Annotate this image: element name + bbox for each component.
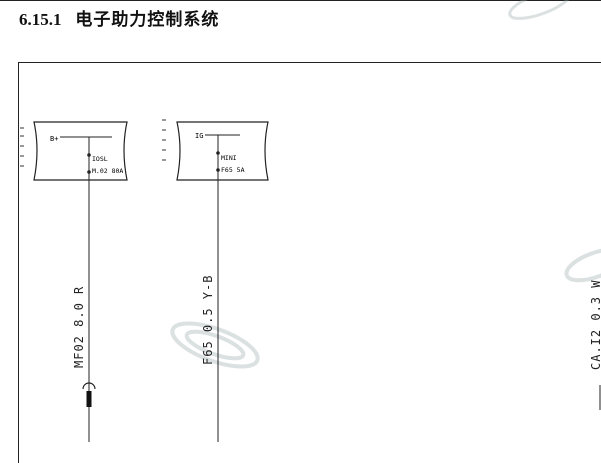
- fuse-id-f65: F65 5A: [221, 166, 245, 174]
- top-rule: [0, 0, 601, 1]
- wire-label-f65: F65 0.5 Y-B: [201, 275, 215, 365]
- connector-marker-glyphs-left: [20, 127, 24, 167]
- wiring-diagram: B+ IOSL M.02 80A IG MINI F65 5A MF02 8.0…: [20, 0, 601, 442]
- diagram-frame: [18, 62, 601, 463]
- fuse-id-m02: M.02 80A: [92, 167, 123, 175]
- watermark-logo-right: [564, 247, 601, 283]
- fuse-name-iosl: IOSL: [92, 155, 108, 163]
- fuse-box-ig: [176, 121, 269, 181]
- wire-label-mf02: MF02 8.0 R: [72, 286, 86, 368]
- section-heading: 6.15.1 电子助力控制系统: [19, 8, 219, 32]
- supply-label-ig: IG: [195, 132, 203, 140]
- watermark-logo-center: [170, 321, 260, 369]
- wire-label-ca-i2: CA.I2 0.3 W: [589, 280, 601, 370]
- supply-label-bplus: B+: [50, 135, 58, 143]
- watermark-logo-top: [508, 0, 572, 20]
- connector-marker-glyphs-mid: [162, 119, 166, 161]
- section-title: 电子助力控制系统: [75, 10, 220, 30]
- inline-connector: [82, 382, 96, 407]
- section-number: 6.15.1: [19, 10, 62, 29]
- fuse-name-mini: MINI: [221, 154, 237, 162]
